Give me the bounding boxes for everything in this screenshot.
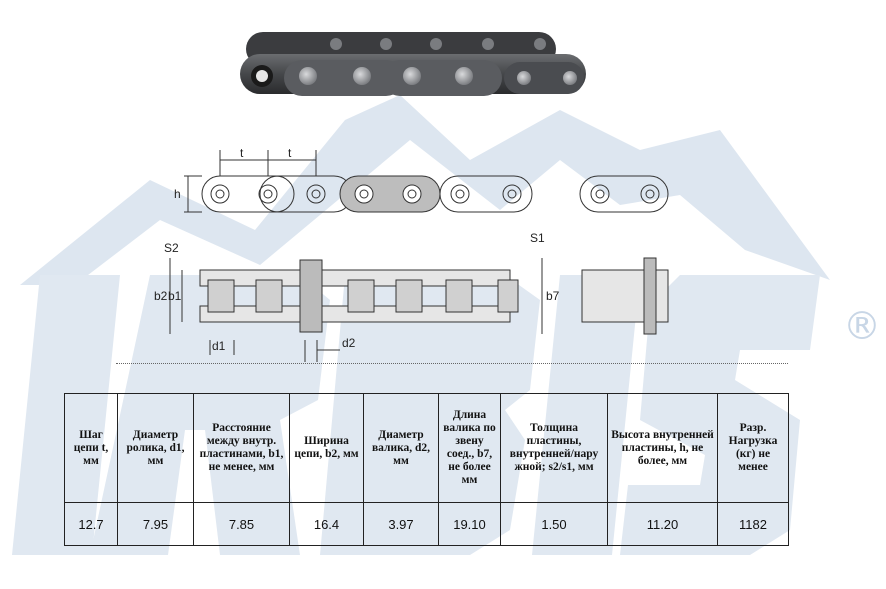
chain-technical-drawing: t t h S2 S1 b2 b1 b7 d1 d2 bbox=[154, 146, 669, 362]
header-pitch: Шаг цепи t, мм bbox=[64, 393, 118, 503]
table-header-row: Шаг цепи t, мм Диаметр ролика, d1, мм Ра… bbox=[64, 393, 789, 503]
label-s1: S1 bbox=[530, 231, 545, 245]
cell-pin-diameter: 3.97 bbox=[363, 502, 439, 546]
label-h: h bbox=[174, 187, 181, 201]
front-plates bbox=[284, 60, 502, 96]
cell-plate-height: 11.20 bbox=[607, 502, 718, 546]
side-view-links bbox=[201, 175, 533, 213]
separator-line bbox=[116, 363, 788, 364]
end-view-link bbox=[579, 175, 669, 213]
header-chain-width: Ширина цепи, b2, мм bbox=[289, 393, 364, 503]
cell-inner-width: 7.85 bbox=[193, 502, 290, 546]
label-b2: b2 bbox=[154, 289, 168, 303]
header-inner-width: Расстояние между внутр. пластинами, b1, … bbox=[193, 393, 290, 503]
header-plate-thickness: Толщина пластины, внутренней/нару жной; … bbox=[500, 393, 608, 503]
registered-mark: ® bbox=[843, 304, 881, 348]
cell-pin-length: 19.10 bbox=[438, 502, 501, 546]
label-d2: d2 bbox=[342, 336, 356, 350]
label-b1: b1 bbox=[168, 289, 182, 303]
header-pin-length: Длина валика по звену соед., b7, не боле… bbox=[438, 393, 501, 503]
chain-photo bbox=[240, 32, 586, 96]
connecting-link bbox=[504, 62, 584, 94]
label-b7: b7 bbox=[546, 289, 560, 303]
header-pin-diameter: Диаметр валика, d2, мм bbox=[363, 393, 439, 503]
cell-chain-width: 16.4 bbox=[289, 502, 364, 546]
label-t-1: t bbox=[240, 146, 244, 160]
header-roller-diameter: Диаметр ролика, d1, мм bbox=[117, 393, 194, 503]
label-d1: d1 bbox=[212, 339, 226, 353]
label-s2: S2 bbox=[164, 241, 179, 255]
label-t-2: t bbox=[288, 146, 292, 160]
chain-pins bbox=[251, 38, 577, 87]
header-plate-height: Высота внутренней пластины, h, не более,… bbox=[607, 393, 718, 503]
table-row: 12.7 7.95 7.85 16.4 3.97 19.10 1.50 11.2… bbox=[64, 502, 789, 546]
cell-pitch: 12.7 bbox=[64, 502, 118, 546]
plan-view-rollers bbox=[199, 257, 669, 335]
chain-spec-table: Шаг цепи t, мм Диаметр ролика, d1, мм Ра… bbox=[64, 393, 789, 546]
cell-breaking-load: 1182 bbox=[717, 502, 789, 546]
cell-roller-diameter: 7.95 bbox=[117, 502, 194, 546]
header-breaking-load: Разр. Нагрузка (кг) не менее bbox=[717, 393, 789, 503]
cell-plate-thickness: 1.50 bbox=[500, 502, 608, 546]
